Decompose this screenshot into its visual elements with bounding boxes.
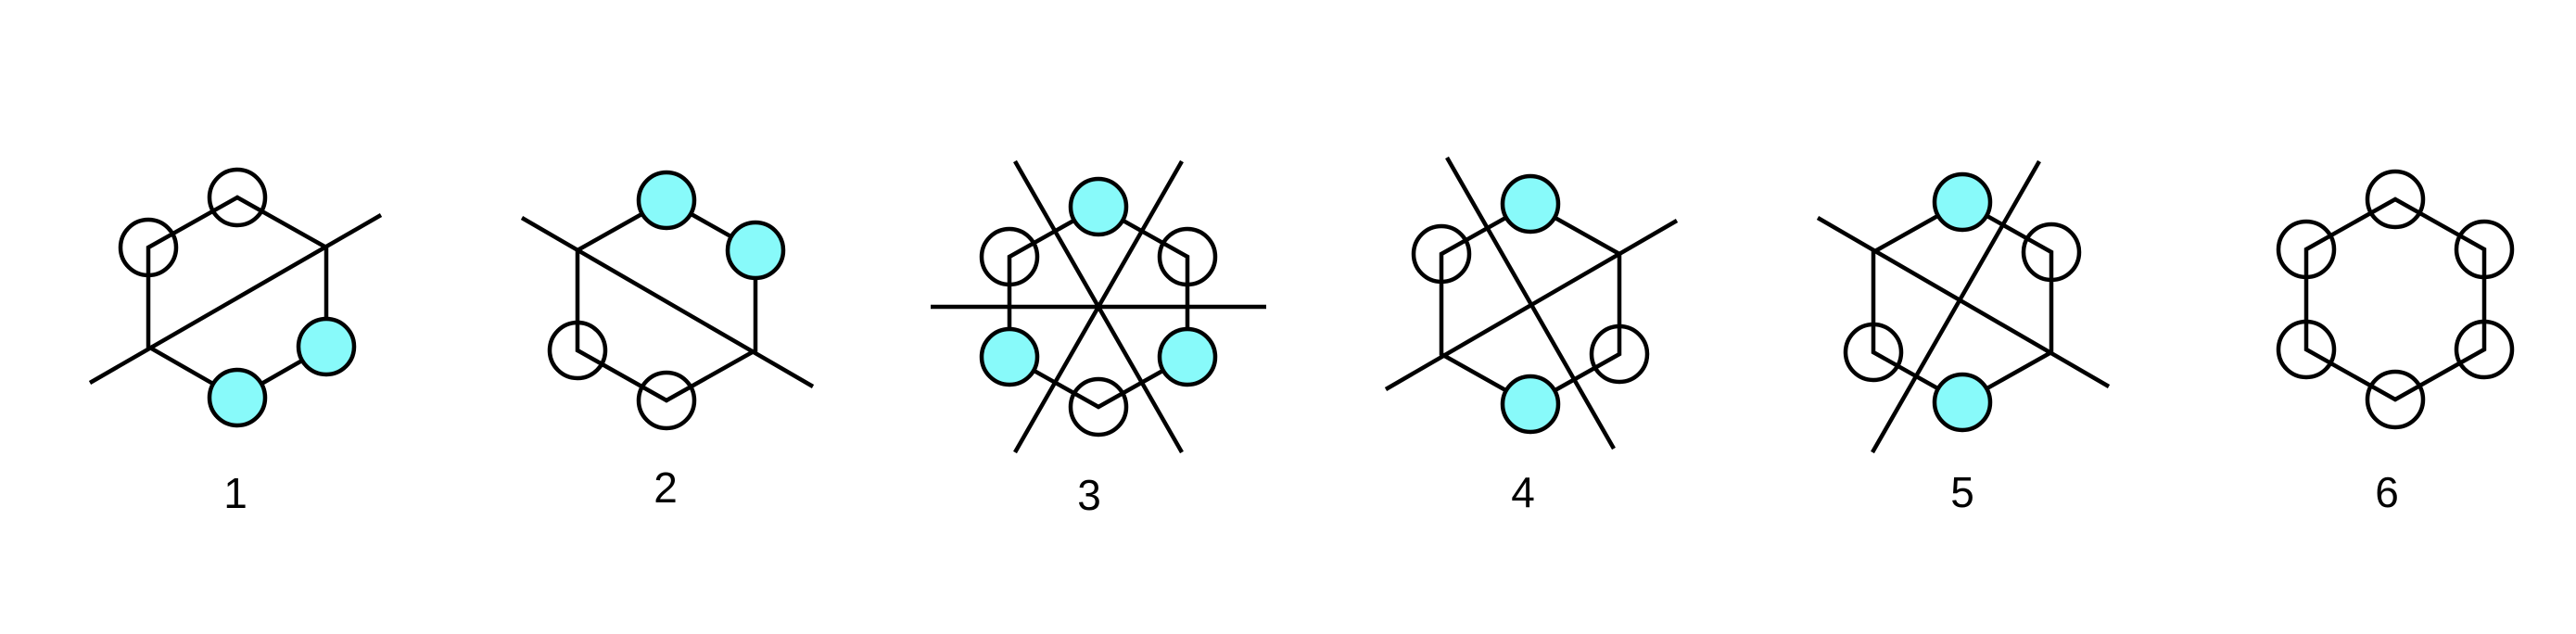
site-lower-left — [2276, 319, 2337, 380]
mirror-line — [1816, 216, 2111, 388]
mirror-line — [1013, 159, 1184, 454]
site-top — [1500, 173, 1561, 235]
site-bottom — [1068, 376, 1129, 437]
site-upper-right — [725, 220, 786, 281]
figure-5: 5 — [1816, 159, 2111, 516]
site-lower-left — [1843, 322, 1904, 383]
site-bottom — [1932, 372, 1993, 433]
figure-1: 1 — [88, 167, 383, 517]
figure-2: 2 — [520, 170, 815, 512]
hexagon-ring — [2303, 197, 2487, 402]
site-lower-left — [547, 320, 608, 381]
site-bottom — [636, 370, 697, 431]
site-upper-left — [2276, 219, 2337, 280]
site-lower-right — [2454, 319, 2515, 380]
figure-label: 6 — [2375, 468, 2399, 516]
figure-6: 6 — [2276, 169, 2515, 516]
site-upper-right — [1157, 226, 1218, 287]
figure-label: 5 — [1950, 468, 1974, 516]
site-top — [1932, 171, 1993, 233]
figure-label: 2 — [654, 463, 678, 512]
site-upper-right — [2021, 222, 2082, 283]
figure-label: 1 — [223, 469, 247, 517]
site-upper-left — [118, 217, 179, 278]
site-bottom — [1500, 374, 1561, 435]
figure-3: 3 — [931, 159, 1266, 519]
site-lower-right — [296, 316, 357, 377]
site-top — [1068, 176, 1129, 237]
figure-4: 4 — [1384, 156, 1679, 516]
figure-label: 3 — [1077, 471, 1101, 519]
site-upper-left — [979, 226, 1040, 287]
site-bottom — [2365, 369, 2426, 430]
figure-label: 4 — [1511, 468, 1535, 516]
site-top — [2365, 169, 2426, 230]
site-top — [636, 170, 697, 231]
mirror-line — [1871, 159, 2041, 454]
site-upper-left — [1411, 223, 1472, 285]
site-lower-right — [1589, 323, 1650, 385]
site-lower-left — [979, 326, 1040, 387]
hexagon-ring — [1007, 204, 1190, 410]
site-bottom — [207, 367, 268, 428]
site-lower-right — [1157, 326, 1218, 387]
site-upper-right — [2454, 219, 2515, 280]
mirror-line — [1445, 156, 1616, 450]
site-top — [207, 167, 268, 228]
mirror-line — [520, 216, 815, 388]
mirror-line — [88, 213, 383, 385]
